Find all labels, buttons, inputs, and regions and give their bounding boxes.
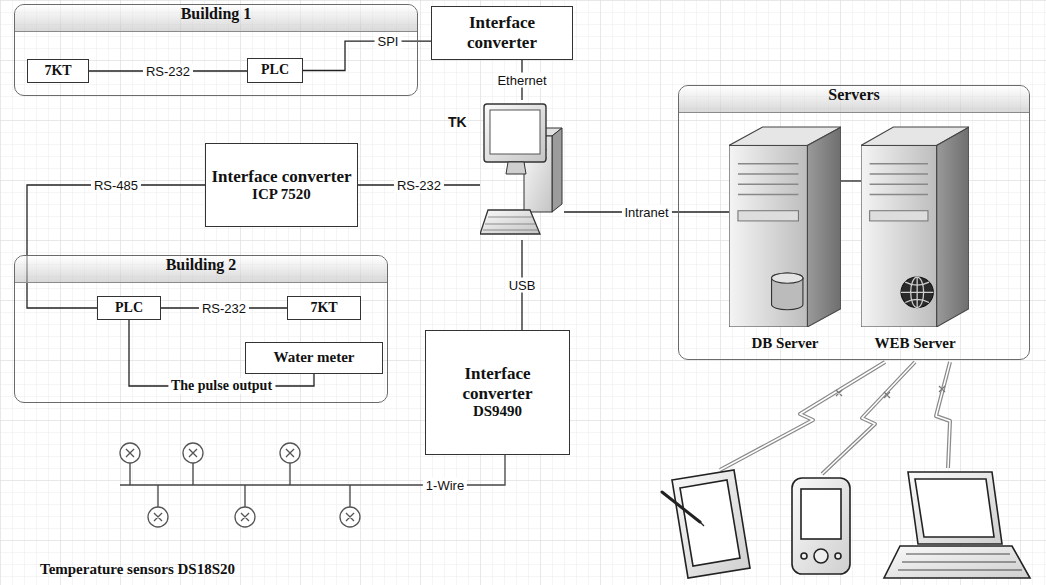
drawing-part	[870, 211, 928, 221]
laptop-screen	[915, 479, 994, 537]
panel-heading: Servers	[679, 86, 1029, 113]
connector-line	[303, 41, 431, 70]
drawing-part	[506, 162, 526, 174]
connector-label: RS-485	[91, 178, 141, 193]
box-title: PLC	[115, 300, 143, 316]
drawing-part	[772, 273, 803, 283]
computer-label: TK	[448, 114, 467, 130]
server-node: DB Server	[729, 123, 841, 355]
laptop-device	[884, 472, 1030, 578]
device-box: Interface converter	[431, 6, 573, 60]
device-box: Water meter	[245, 342, 383, 374]
computer-node: TK	[480, 100, 564, 240]
tablet-device	[662, 470, 750, 578]
pda-screen	[801, 489, 841, 539]
drawing-part	[937, 127, 969, 327]
laptop-base	[884, 546, 1030, 578]
pda-button	[835, 553, 841, 559]
drawing-part	[772, 273, 803, 283]
connector-label: RS-232	[143, 64, 193, 79]
connector-label: RS-232	[394, 178, 444, 193]
building-panel: Building 1 7KT PLC	[14, 4, 418, 96]
laptop-screen-frame	[908, 472, 1002, 544]
connector-label: RS-232	[199, 301, 249, 316]
model-number: DS9490	[473, 403, 522, 420]
pda-device	[792, 478, 850, 574]
device-box: PLC	[247, 58, 303, 83]
server-icon	[861, 123, 969, 327]
sensor-caption: Temperature sensors DS18S20	[40, 561, 235, 578]
pda-button	[801, 553, 807, 559]
wireless-link-core	[720, 362, 950, 474]
drawing-part	[738, 211, 798, 221]
drawing-part	[911, 277, 924, 308]
connector-label: USB	[506, 278, 539, 293]
device-box: 7KT	[287, 296, 361, 320]
connector-line	[27, 185, 205, 308]
tablet-body	[672, 470, 750, 578]
panel-heading: Building 2	[15, 256, 387, 283]
server-label: DB Server	[729, 335, 841, 352]
building-panel: Servers DB Server WEB Server	[678, 85, 1030, 360]
drawing-part	[738, 164, 798, 195]
device-box: PLC	[97, 296, 161, 320]
bus-label: 1-Wire	[423, 478, 467, 493]
drawing-part	[870, 164, 928, 195]
computer-icon	[480, 100, 564, 240]
box-title: 7KT	[44, 63, 71, 79]
server-icon	[729, 123, 841, 327]
drawing-part	[483, 217, 538, 230]
pda-button	[814, 549, 828, 563]
server-node: WEB Server	[861, 123, 969, 355]
box-title: Interface converter	[211, 167, 351, 187]
stylus	[662, 492, 700, 522]
drawing-part	[861, 145, 937, 327]
wireless-links	[720, 362, 950, 474]
connector-label: SPI	[375, 34, 402, 49]
box-title: PLC	[261, 62, 289, 78]
device-box: Interface converterDS9490	[425, 330, 570, 455]
temperature-sensors	[120, 443, 360, 527]
drawing-part	[729, 145, 807, 327]
connector-label: Ethernet	[494, 73, 549, 88]
drawing-part	[807, 127, 841, 327]
wireless-link	[720, 362, 950, 474]
drawing-part	[484, 104, 546, 162]
connector-label: The pulse output	[168, 378, 275, 394]
device-box: Interface converterICP 7520	[205, 143, 358, 227]
box-title: 7KT	[310, 300, 337, 316]
laptop-keys	[898, 554, 1022, 570]
device-box: 7KT	[27, 59, 89, 83]
drawing-part	[901, 277, 933, 308]
drawing-part	[490, 110, 540, 154]
link-mark	[836, 386, 945, 398]
drawing-part	[901, 277, 933, 308]
sensor-stem	[130, 463, 350, 507]
drawing-part	[552, 128, 562, 212]
sensor-cross	[126, 449, 354, 521]
drawing-part	[480, 210, 540, 234]
stylus-tip	[700, 522, 704, 526]
box-title: Interface converter	[431, 364, 564, 403]
one-wire-bus	[120, 455, 505, 507]
box-title: Water meter	[274, 349, 355, 366]
connector-line	[841, 180, 861, 181]
panel-heading: Building 1	[15, 5, 417, 32]
connector-label: Intranet	[621, 205, 671, 220]
pda-body	[792, 478, 850, 574]
server-label: WEB Server	[861, 335, 969, 352]
tablet-screen	[680, 480, 740, 566]
box-title: Interface converter	[437, 13, 567, 52]
model-number: ICP 7520	[252, 186, 311, 203]
